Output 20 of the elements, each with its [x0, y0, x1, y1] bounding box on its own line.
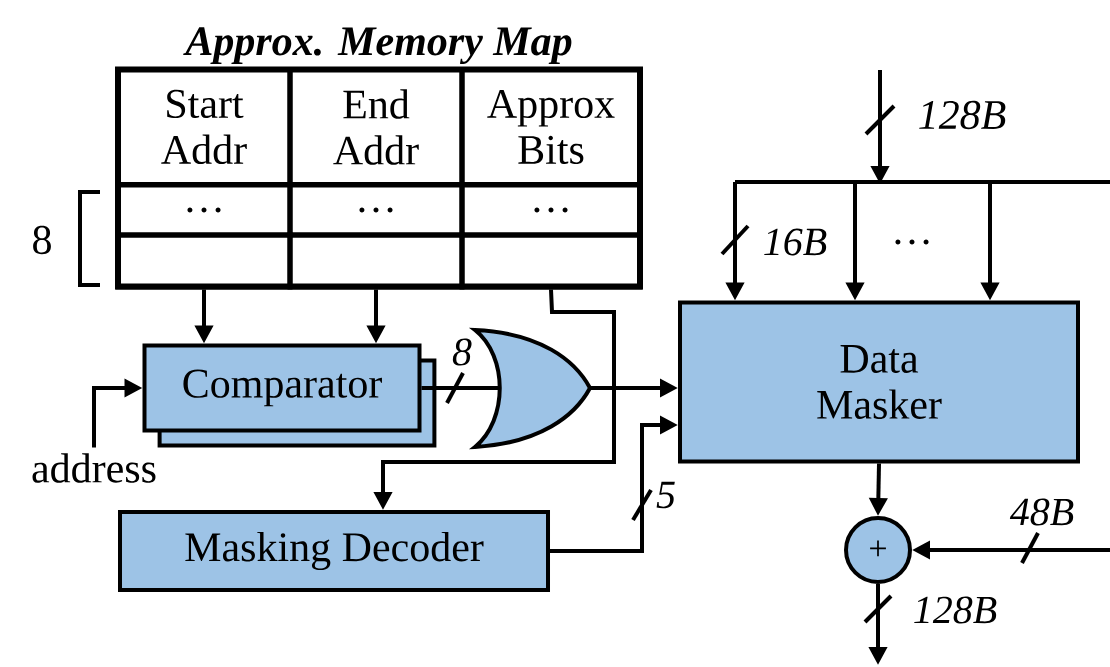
input-label: address [32, 453, 156, 483]
edge-label: 48B [1009, 498, 1074, 526]
table-header-cell: Start Addr [115, 67, 293, 187]
ellipsis-label: … [895, 239, 929, 245]
edge-label: 16B [764, 228, 827, 256]
table-header-cell: End Addr [287, 67, 465, 187]
edge-label: 5 [656, 481, 675, 509]
masking-decoder-box: Masking Decoder [118, 510, 550, 592]
node-label: Approx. Memory Map [183, 27, 572, 65]
data-masker-box: Data Masker [678, 300, 1080, 464]
edge-label: 128B [914, 596, 997, 624]
table-cell: … [459, 182, 643, 238]
table-cell [459, 232, 643, 290]
bus-width-label: 128B [919, 100, 1006, 130]
edge-label: 8 [452, 338, 472, 366]
table-cell: … [115, 182, 293, 238]
row-count-label: 8 [33, 225, 51, 255]
comparator-box: Comparator [142, 343, 437, 448]
table-header-cell: Approx Bits [459, 67, 643, 187]
table-cell: … [287, 182, 465, 238]
